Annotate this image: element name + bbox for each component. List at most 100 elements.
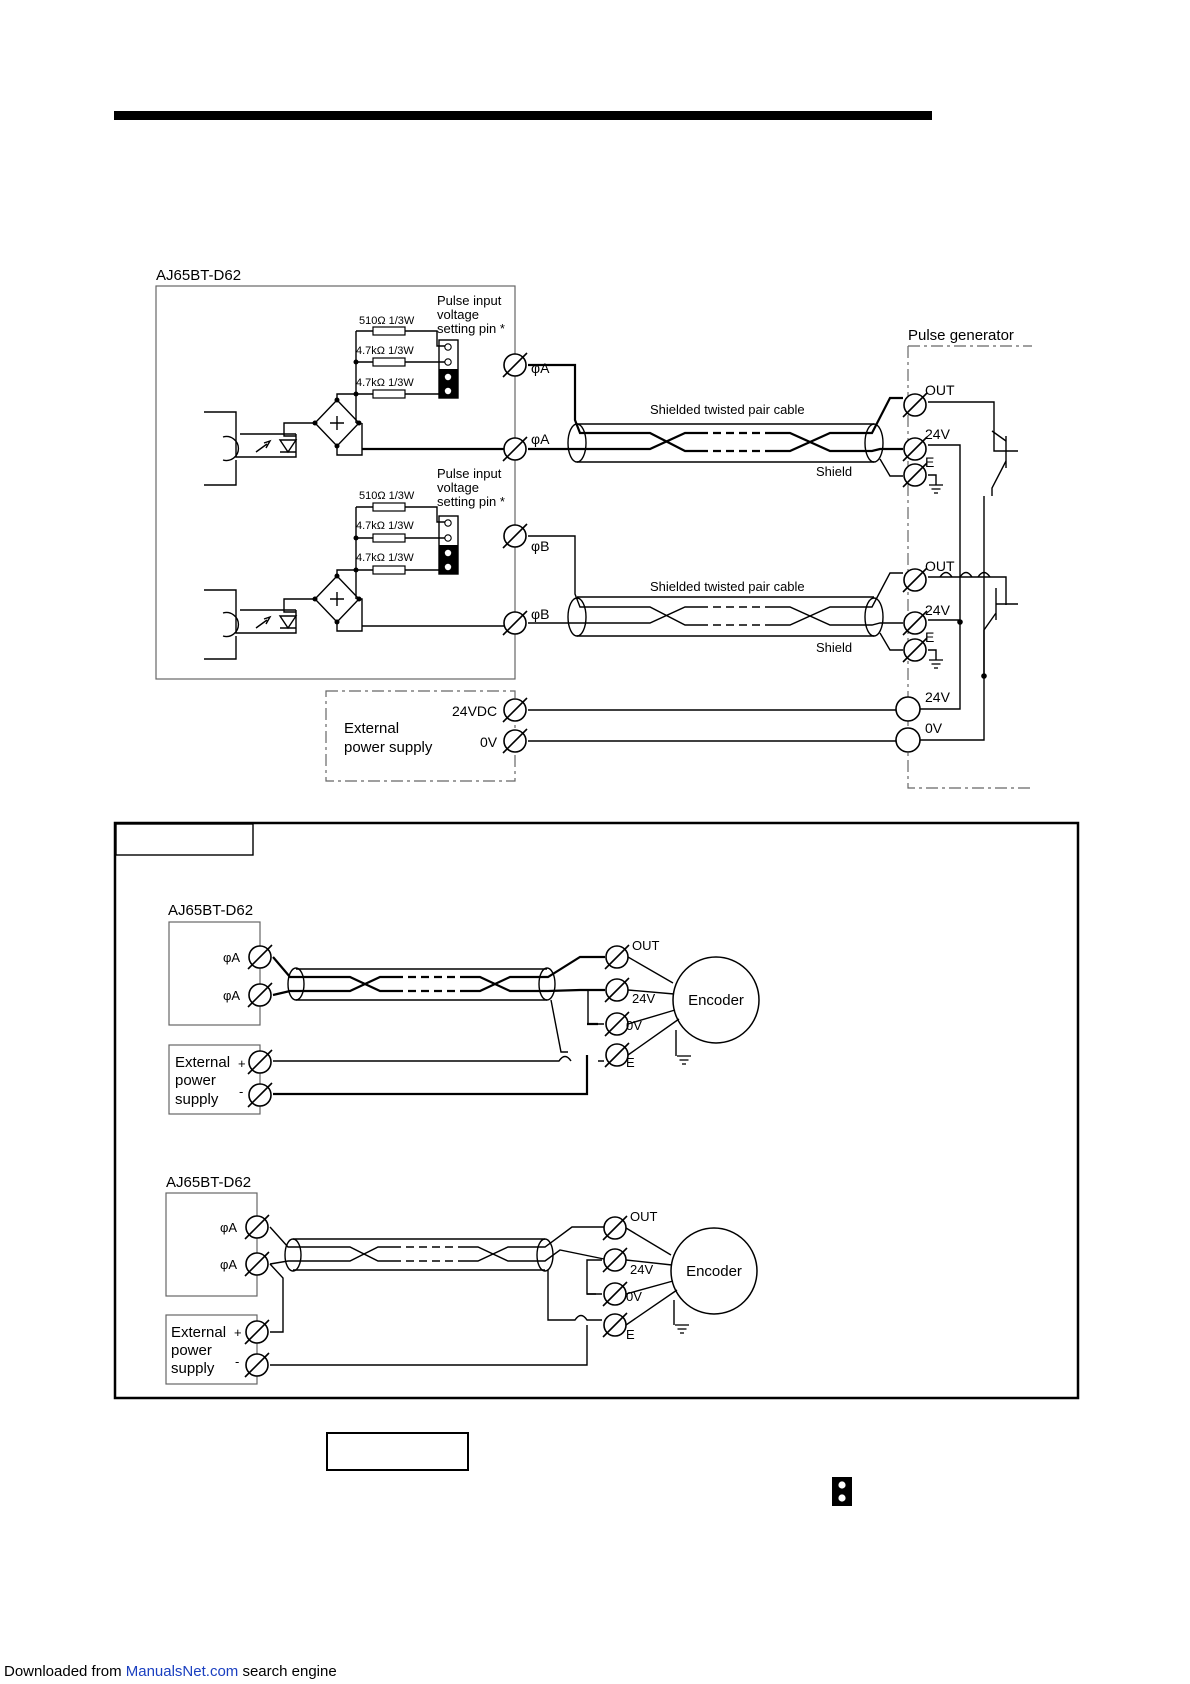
terminal-24v — [895, 696, 921, 722]
photocoupler — [235, 609, 297, 634]
ground-icon — [928, 659, 944, 669]
out-label: OUT — [925, 558, 955, 574]
terminal-0v — [602, 1281, 628, 1307]
resistor-510 — [372, 326, 406, 336]
pulse-generator: Pulse generator OUT 24V E OUT 24V E 24V … — [895, 327, 1032, 789]
phi-a-label: φA — [223, 988, 240, 1003]
module-box — [155, 285, 516, 680]
out-label: OUT — [630, 1209, 658, 1224]
minus-label: - — [235, 1354, 239, 1369]
encoder — [670, 1227, 758, 1315]
terminal-out — [902, 392, 928, 418]
out-label: OUT — [632, 938, 660, 953]
encoder-label: Encoder — [688, 992, 744, 1009]
e-label: E — [626, 1055, 635, 1070]
terminal-phi-a — [247, 944, 273, 970]
module-label: AJ65BT-D62 — [166, 1174, 251, 1191]
terminal-minus — [247, 1082, 273, 1108]
terminal-phi-a — [244, 1214, 270, 1240]
pin-note-line-2: voltage — [437, 480, 479, 495]
terminal-24vdc — [502, 697, 528, 723]
v0-label: 0V — [626, 1018, 642, 1033]
pin-note-line-1: Pulse input — [437, 293, 502, 308]
resistor-label-510: 510Ω 1/3W — [359, 490, 415, 502]
terminal-label: φA — [531, 431, 550, 447]
terminal-e — [902, 637, 928, 663]
terminal-out — [602, 1215, 628, 1241]
terminal-24v — [604, 977, 630, 1003]
e-label: E — [925, 454, 934, 470]
terminal-out — [604, 944, 630, 970]
v24-label: 24V — [925, 602, 951, 618]
footer-suffix: search engine — [242, 1663, 337, 1680]
shield-label: Shield — [816, 464, 852, 479]
module-label: AJ65BT-D62 — [168, 902, 253, 919]
phi-a-label: φA — [220, 1220, 237, 1235]
caution-label-box — [326, 1432, 469, 1471]
example-1: AJ65BT-D62 φA φA External power supply +… — [168, 902, 760, 1115]
resistor-label-47k: 4.7kΩ 1/3W — [356, 552, 414, 564]
v0-label: 0V — [480, 734, 498, 750]
pin-note-line-1: Pulse input — [437, 466, 502, 481]
example-2: AJ65BT-D62 φA φA External power supply +… — [165, 1174, 758, 1385]
ext-line-2: power — [171, 1342, 212, 1359]
ext-line-1: External — [171, 1324, 226, 1341]
cable-label: Shielded twisted pair cable — [650, 402, 805, 417]
pulse-generator-label: Pulse generator — [908, 327, 1014, 344]
terminal-phi-b-bar — [502, 610, 528, 636]
header-rule — [114, 111, 932, 120]
resistor-label-47k: 4.7kΩ 1/3W — [356, 377, 414, 389]
v24-label: 24V — [925, 689, 951, 705]
pin-note-line-3: setting pin * — [437, 321, 505, 336]
terminal-plus — [247, 1049, 273, 1075]
terminal-out — [902, 567, 928, 593]
terminal-0v — [502, 728, 528, 754]
phi-a-label: φA — [223, 950, 240, 965]
channel-a-circuit: Pulse input voltage setting pin * 510Ω 1… — [204, 293, 515, 486]
terminal-label: φB — [531, 538, 549, 554]
plus-label: + — [238, 1056, 246, 1071]
terminal-plus — [244, 1319, 270, 1345]
encoder-label: Encoder — [686, 1263, 742, 1280]
ground-icon — [928, 484, 944, 494]
examples-box: AJ65BT-D62 φA φA External power supply +… — [113, 821, 1080, 1400]
photocoupler — [235, 433, 297, 458]
resistor-47k — [372, 389, 406, 399]
ext-line-3: supply — [175, 1091, 219, 1108]
encoder — [672, 956, 760, 1044]
pin-note-line-2: voltage — [437, 307, 479, 322]
e-label: E — [925, 629, 934, 645]
ground-icon — [676, 1055, 692, 1065]
terminal-minus — [244, 1352, 270, 1378]
phi-a-label: φA — [220, 1257, 237, 1272]
v24dc-label: 24VDC — [452, 703, 497, 719]
terminal-phi-a-bar — [244, 1251, 270, 1277]
wiring-diagram: AJ65BT-D62 Pulse input voltage setting p… — [155, 267, 1032, 789]
ground-icon — [674, 1324, 690, 1334]
terminal-24v — [602, 1247, 628, 1273]
e-label: E — [626, 1327, 635, 1342]
ext-line-1: External — [175, 1054, 230, 1071]
module-label: AJ65BT-D62 — [156, 267, 241, 284]
ext-supply-line-2: power supply — [344, 739, 433, 756]
ext-line-2: power — [175, 1072, 216, 1089]
terminal-label: φB — [531, 606, 549, 622]
resistor-47k — [372, 357, 406, 367]
resistor-47k — [372, 565, 406, 575]
resistor-47k — [372, 533, 406, 543]
terminal-24v — [902, 436, 928, 462]
out-label: OUT — [925, 382, 955, 398]
external-power-supply: External power supply 24VDC 0V — [325, 690, 896, 782]
v24-label: 24V — [630, 1262, 653, 1277]
manualsnet-link[interactable]: ManualsNet.com — [125, 1663, 239, 1680]
examples-tab — [115, 823, 254, 856]
terminal-e — [902, 462, 928, 488]
pin-note-line-3: setting pin * — [437, 494, 505, 509]
terminal-phi-a-bar — [247, 982, 273, 1008]
plus-label: + — [234, 1325, 242, 1340]
terminal-24v — [902, 610, 928, 636]
ext-supply-line-1: External — [344, 720, 399, 737]
setting-pin-icon — [832, 1477, 852, 1506]
v0-label: 0V — [925, 720, 943, 736]
